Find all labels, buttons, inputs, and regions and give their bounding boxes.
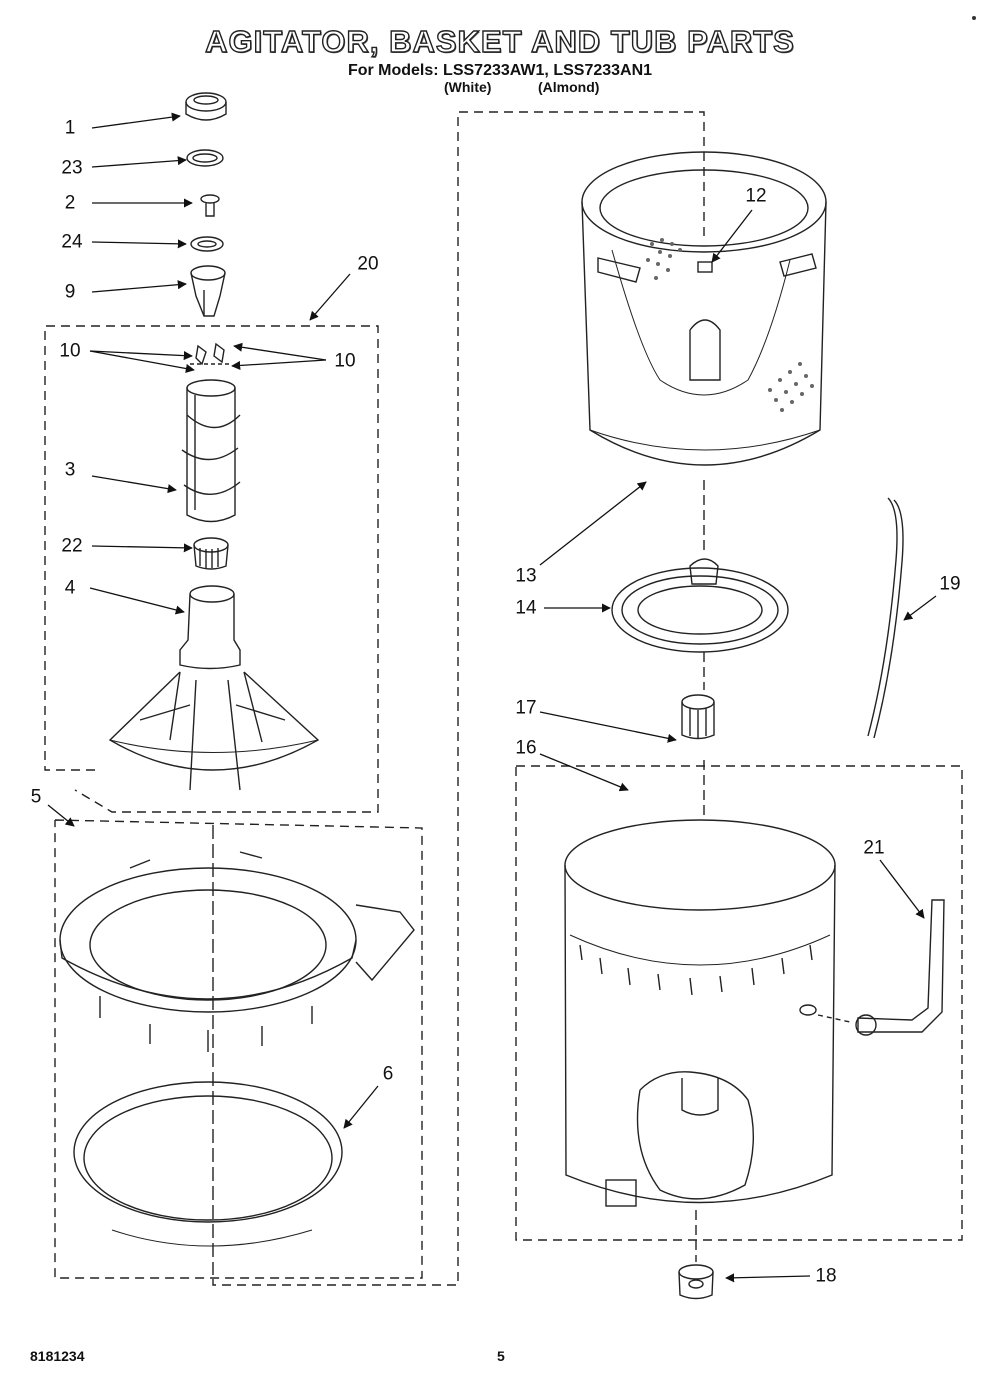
color-white-label: (White): [444, 79, 492, 95]
color-almond-label: (Almond): [538, 79, 600, 95]
callout-12: 12: [745, 185, 767, 207]
models-subtitle: For Models: LSS7233AW1, LSS7233AN1: [347, 62, 653, 79]
diagram-code: 8181234: [30, 1348, 85, 1364]
part-washer: [190, 236, 224, 252]
part-clip-ring: [186, 149, 224, 167]
part-basket-hub: [611, 558, 789, 653]
callout-19: 19: [939, 573, 961, 595]
group-box-5: [54, 819, 423, 1279]
page-title: AGITATOR, BASKET AND TUB PARTS: [204, 23, 795, 59]
callout-3: 3: [64, 459, 76, 481]
diagram-header: AGITATOR, BASKET AND TUB PARTS For Model…: [0, 23, 1000, 80]
part-drain-nut: [678, 1264, 714, 1300]
part-bolt: [200, 194, 220, 217]
callout-9: 9: [64, 281, 76, 303]
callout-13: 13: [515, 565, 537, 587]
callout-21: 21: [863, 837, 885, 859]
part-drive-bell: [193, 537, 229, 570]
part-spanner-nut: [681, 694, 715, 740]
page-number: 5: [497, 1348, 505, 1364]
callout-4: 4: [64, 577, 76, 599]
part-agitator-dogs: [190, 342, 232, 366]
part-agitator-cam: [190, 265, 226, 317]
assembly-connector: [212, 111, 705, 1286]
callout-5: 5: [30, 786, 42, 808]
callout-14: 14: [515, 597, 537, 619]
callout-17: 17: [515, 697, 537, 719]
callout-20: 20: [357, 253, 379, 275]
callout-23: 23: [61, 157, 83, 179]
callout-16: 16: [515, 737, 537, 759]
part-agitator-base: [108, 585, 320, 791]
part-drain-hose: [817, 899, 945, 1036]
callout-10-right: 10: [334, 350, 356, 372]
part-tub-spring: [73, 1081, 343, 1247]
part-agitator-auger: [181, 379, 241, 523]
callout-2: 2: [64, 192, 76, 214]
part-hose-strip: [867, 497, 904, 739]
callout-24: 24: [61, 231, 83, 253]
group-box-20: [44, 325, 379, 813]
part-agitator-cap: [185, 92, 227, 121]
callout-10-left: 10: [59, 340, 81, 362]
part-wash-basket: [581, 151, 827, 466]
group-box-16: [515, 765, 963, 1241]
part-outer-tub: [564, 819, 836, 1207]
callout-22: 22: [61, 535, 83, 557]
callout-18: 18: [815, 1265, 837, 1287]
part-tub-ring: [59, 851, 415, 1052]
callout-1: 1: [64, 117, 76, 139]
corner-mark: [972, 16, 976, 20]
callout-6: 6: [382, 1063, 394, 1085]
